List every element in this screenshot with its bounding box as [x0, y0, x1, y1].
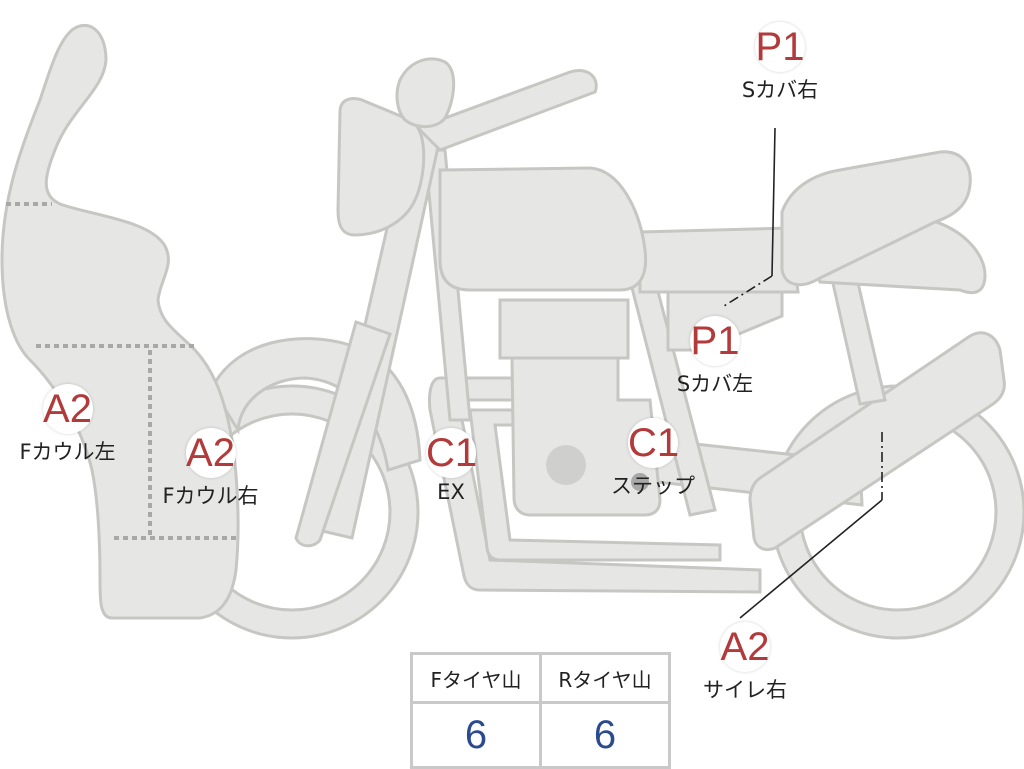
muffler: [748, 331, 1006, 552]
table-value-rear-tire: 6: [539, 701, 671, 769]
code-badge: A2: [720, 622, 770, 672]
seat: [780, 150, 972, 287]
rear-frame: [638, 226, 800, 294]
callout-c1-step: C1 ステップ: [598, 418, 708, 500]
fork-lower: [294, 320, 392, 548]
callout-label: ステップ: [611, 474, 695, 498]
table-header-rear-tire: Rタイヤ山: [539, 652, 671, 704]
tire-tread-table: Fタイヤ山 Rタイヤ山 6 6: [410, 652, 671, 769]
code-badge: C1: [426, 428, 477, 478]
exhaust-pipe-inner: [468, 408, 722, 562]
fuel-tank: [438, 166, 648, 292]
code-badge: P1: [755, 22, 805, 72]
callout-label: Fカウル左: [19, 440, 116, 464]
engine: [498, 298, 699, 517]
leader-p1-right: [771, 127, 776, 277]
callout-c1-ex: C1 EX: [416, 428, 486, 504]
callout-a2-fcowl-left: A2 Fカウル左: [5, 384, 130, 466]
leader-p1-right-dash: [723, 275, 773, 307]
callout-a2-muffler-right: A2 サイレ右: [690, 622, 800, 704]
frame-subrail: [828, 268, 887, 406]
handlebar: [415, 69, 598, 152]
callout-p1-right: P1 Sカバ右: [735, 22, 825, 104]
callout-label: EX: [437, 480, 465, 504]
code-badge: A2: [42, 384, 93, 434]
callout-label: サイレ右: [703, 678, 787, 702]
code-badge: P1: [690, 316, 740, 366]
callout-a2-fcowl-right: A2 Fカウル右: [148, 428, 273, 510]
mirror: [395, 57, 456, 128]
front-cowl: [0, 23, 240, 620]
code-badge: C1: [628, 418, 679, 468]
leader-a2-muffler-line: [739, 499, 883, 619]
callout-label: Fカウル右: [162, 484, 259, 508]
code-badge: A2: [185, 428, 236, 478]
callout-label: Sカバ右: [741, 78, 819, 102]
callout-label: Sカバ左: [676, 372, 754, 396]
callout-p1-left: P1 Sカバ左: [660, 316, 770, 398]
headlight: [336, 97, 426, 237]
table-header-front-tire: Fタイヤ山: [410, 652, 542, 704]
table-value-front-tire: 6: [410, 701, 542, 769]
